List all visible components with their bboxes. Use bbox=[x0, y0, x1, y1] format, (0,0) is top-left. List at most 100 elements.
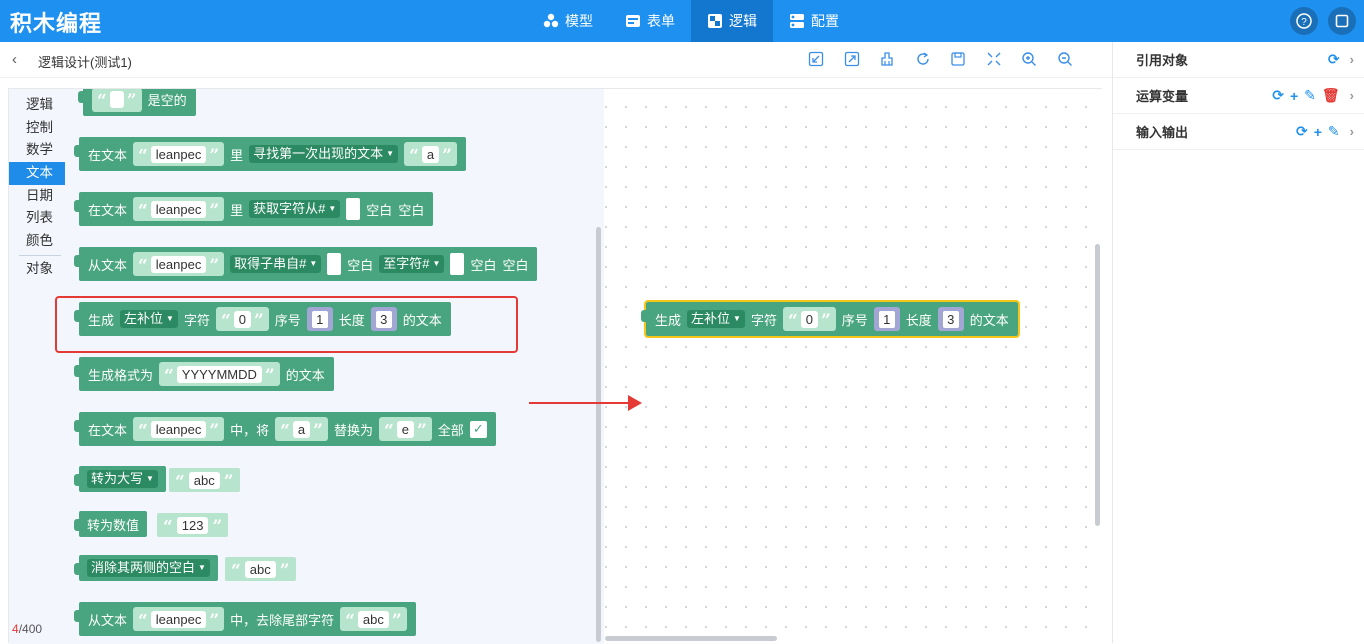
fit-icon[interactable] bbox=[986, 51, 1002, 67]
string-input[interactable]: “123” bbox=[157, 513, 229, 537]
string-input[interactable]: “YYYYMMDD” bbox=[159, 362, 280, 386]
string-value[interactable]: a bbox=[292, 420, 311, 438]
string-value[interactable]: leanpec bbox=[150, 610, 207, 628]
edit-icon[interactable]: ✎ bbox=[1327, 123, 1340, 139]
string-value[interactable]: abc bbox=[244, 560, 276, 578]
save-icon[interactable] bbox=[950, 51, 966, 67]
blocks-canvas[interactable] bbox=[604, 89, 1103, 644]
help-button[interactable]: ? bbox=[1290, 7, 1318, 35]
category-math[interactable]: 数学 bbox=[26, 142, 53, 158]
zoom-out-icon[interactable] bbox=[1057, 51, 1073, 67]
panel-row-references[interactable]: 引用对象 ⟳ › bbox=[1113, 42, 1364, 78]
string-input[interactable]: “leanpec” bbox=[133, 142, 225, 166]
string-value[interactable]: abc bbox=[357, 610, 389, 628]
nav-tab-model[interactable]: 模型 bbox=[527, 0, 609, 42]
refresh-icon[interactable]: ⟳ bbox=[1327, 51, 1340, 67]
string-input[interactable]: “abc” bbox=[225, 557, 296, 581]
nav-tab-logic[interactable]: 逻辑 bbox=[691, 0, 773, 42]
string-input[interactable]: “leanpec” bbox=[133, 197, 225, 221]
chevron-left-icon[interactable]: ‹ bbox=[12, 51, 17, 68]
edit-icon[interactable]: ✎ bbox=[1304, 87, 1316, 103]
nav-tab-config[interactable]: 配置 bbox=[773, 0, 855, 42]
category-logic[interactable]: 逻辑 bbox=[26, 97, 53, 112]
nav-tab-form[interactable]: 表单 bbox=[609, 0, 691, 42]
plus-icon[interactable]: + bbox=[1313, 123, 1322, 140]
string-value[interactable]: 123 bbox=[176, 516, 209, 534]
number-input[interactable]: 1 bbox=[306, 307, 333, 331]
string-input[interactable]: “a” bbox=[404, 142, 457, 166]
string-value[interactable]: e bbox=[396, 420, 414, 438]
number-input[interactable]: 3 bbox=[370, 307, 397, 331]
dropdown[interactable]: 获取字符从#▼ bbox=[249, 200, 341, 218]
string-input[interactable]: “0” bbox=[782, 307, 836, 331]
text-indexof-block[interactable]: 在文本 “leanpec” 里 寻找第一次出现的文本▼ “a” bbox=[74, 137, 466, 171]
number-value[interactable]: 3 bbox=[375, 310, 392, 328]
refresh-icon[interactable]: ⟳ bbox=[1272, 87, 1284, 103]
string-value[interactable]: a bbox=[421, 145, 440, 163]
string-value[interactable]: YYYYMMDD bbox=[176, 365, 262, 383]
input-slot[interactable] bbox=[346, 198, 361, 220]
import-icon[interactable] bbox=[808, 51, 824, 67]
category-list[interactable]: 列表 bbox=[26, 210, 53, 226]
string-input[interactable]: “leanpec” bbox=[133, 252, 225, 276]
canvas-pad-block[interactable]: 生成 左补位▼ 字符 “0” 序号 1 长度 3 的文本 bbox=[641, 300, 1020, 338]
string-input[interactable]: “e” bbox=[378, 417, 432, 441]
chevron-right-icon[interactable]: › bbox=[1349, 124, 1354, 139]
string-value[interactable]: leanpec bbox=[150, 420, 207, 438]
dropdown[interactable]: 至字符#▼ bbox=[379, 255, 445, 273]
number-value[interactable]: 1 bbox=[878, 310, 895, 328]
checkbox[interactable]: ✓ bbox=[469, 420, 487, 438]
string-input[interactable]: “” bbox=[92, 89, 142, 112]
flyout-scrollbar[interactable] bbox=[596, 227, 601, 642]
string-input[interactable]: “a” bbox=[275, 417, 328, 441]
string-input[interactable]: “abc” bbox=[169, 468, 240, 492]
text-isempty-block[interactable]: “” 是空的 bbox=[78, 89, 196, 116]
string-value[interactable]: 0 bbox=[233, 310, 251, 328]
text-case-block[interactable]: 转为大写▼ bbox=[74, 466, 166, 492]
panel-row-variables[interactable]: 运算变量 ⟳ + ✎ 🗑 › bbox=[1113, 78, 1364, 114]
input-slot[interactable] bbox=[327, 253, 342, 275]
text-substring-block[interactable]: 从文本 “leanpec” 取得子串自#▼ 空白 至字符#▼ 空白 空白 bbox=[73, 247, 538, 281]
text-trim-block[interactable]: 消除其两侧的空白▼ bbox=[74, 555, 218, 581]
text-format-block[interactable]: 生成格式为 “YYYYMMDD” 的文本 bbox=[74, 357, 334, 391]
dropdown[interactable]: 消除其两侧的空白▼ bbox=[87, 559, 210, 577]
dropdown[interactable]: 取得子串自#▼ bbox=[230, 255, 322, 273]
text-pad-block[interactable]: 生成 左补位▼ 字符 “0” 序号 1 长度 3 的文本 bbox=[74, 302, 451, 336]
category-color[interactable]: 颜色 bbox=[26, 233, 53, 249]
number-value[interactable]: 1 bbox=[311, 310, 328, 328]
dropdown[interactable]: 左补位▼ bbox=[687, 310, 745, 328]
dropdown[interactable]: 左补位▼ bbox=[120, 310, 178, 328]
zoom-in-icon[interactable] bbox=[1021, 51, 1037, 67]
category-object[interactable]: 对象 bbox=[26, 260, 53, 276]
string-value[interactable]: leanpec bbox=[150, 200, 207, 218]
panel-row-io[interactable]: 输入输出 ⟳ + ✎ › bbox=[1113, 114, 1364, 150]
chevron-right-icon[interactable]: › bbox=[1349, 88, 1354, 103]
category-text[interactable]: 文本 bbox=[9, 162, 65, 185]
clear-icon[interactable] bbox=[879, 51, 895, 67]
chevron-right-icon[interactable]: › bbox=[1349, 52, 1354, 67]
refresh-icon[interactable]: ⟳ bbox=[1296, 123, 1308, 139]
number-input[interactable]: 1 bbox=[873, 307, 900, 331]
number-input[interactable]: 3 bbox=[937, 307, 964, 331]
dropdown[interactable]: 寻找第一次出现的文本▼ bbox=[249, 145, 399, 163]
string-value[interactable]: leanpec bbox=[150, 145, 207, 163]
refresh-icon[interactable] bbox=[915, 51, 931, 67]
plus-icon[interactable]: + bbox=[1289, 87, 1299, 104]
string-input[interactable]: “0” bbox=[215, 307, 269, 331]
number-value[interactable]: 3 bbox=[942, 310, 959, 328]
dropdown[interactable]: 转为大写▼ bbox=[87, 470, 158, 488]
delete-icon[interactable]: 🗑 bbox=[1321, 87, 1340, 103]
input-slot[interactable] bbox=[450, 253, 465, 275]
canvas-vertical-scrollbar[interactable] bbox=[1095, 244, 1100, 526]
string-input[interactable]: “abc” bbox=[340, 607, 407, 631]
string-input[interactable]: “leanpec” bbox=[133, 417, 225, 441]
category-date[interactable]: 日期 bbox=[26, 187, 53, 203]
string-value[interactable]: leanpec bbox=[150, 255, 207, 273]
string-value[interactable]: abc bbox=[188, 471, 220, 489]
text-tonumber-block[interactable]: 转为数值 bbox=[73, 511, 148, 537]
export-icon[interactable] bbox=[844, 51, 860, 67]
text-charat-block[interactable]: 在文本 “leanpec” 里 获取字符从#▼ 空白 空白 bbox=[73, 192, 434, 226]
string-input[interactable]: “leanpec” bbox=[133, 607, 225, 631]
category-control[interactable]: 控制 bbox=[26, 119, 53, 135]
text-trimend-block[interactable]: 从文本 “leanpec” 中，去除尾部字符 “abc” bbox=[74, 602, 416, 636]
